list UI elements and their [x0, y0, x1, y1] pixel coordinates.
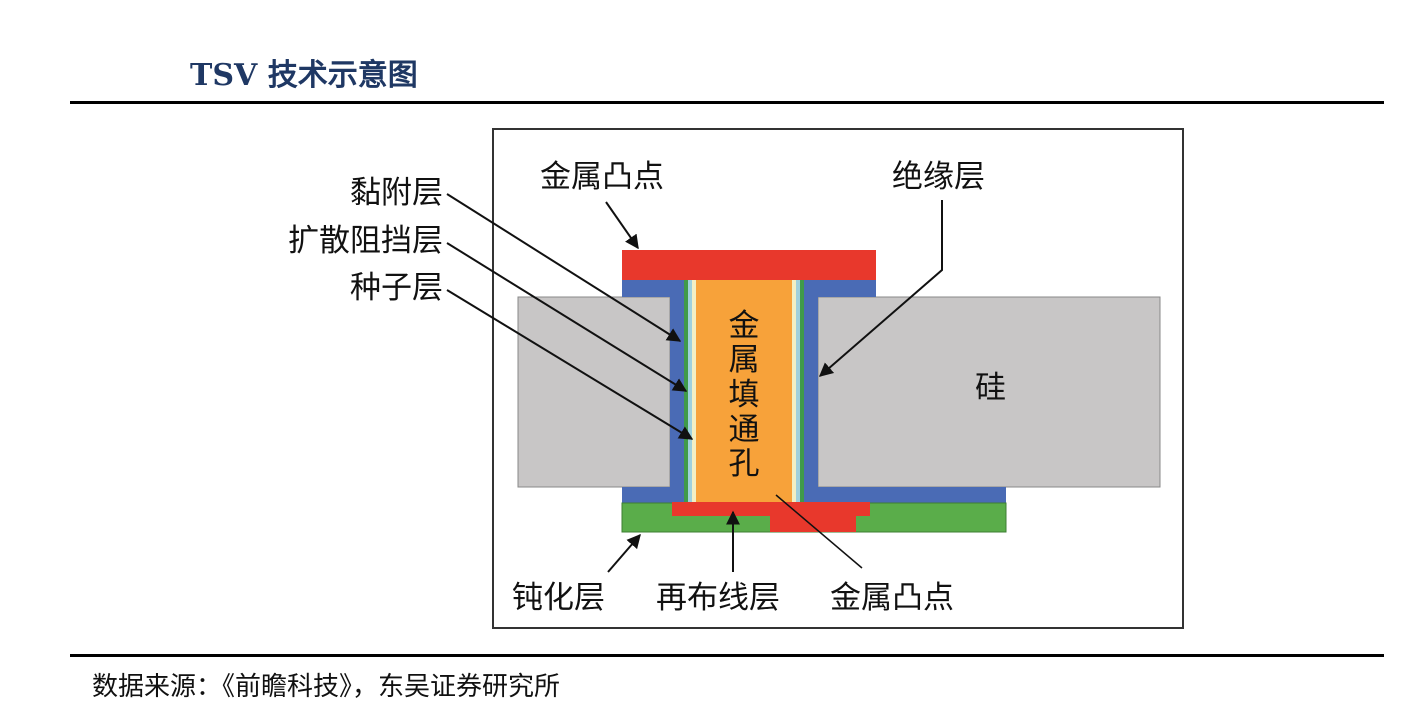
barrier-layer-right: [796, 280, 800, 502]
arrow-passivation: [607, 533, 641, 573]
leader-bump-bottom: [775, 494, 863, 569]
label-fill-char-1: 金: [729, 308, 760, 344]
insulation-bottom-band: [622, 487, 1006, 503]
source-note: 数据来源：《前瞻科技》，东吴证券研究所: [92, 672, 561, 702]
adhesion-layer-right: [800, 280, 804, 502]
insulation-left-wall: [670, 280, 684, 502]
label-fill-char-4: 通: [729, 412, 760, 448]
label-bump-bottom: 金属凸点: [830, 580, 954, 616]
metal-fill-via: [696, 280, 792, 502]
arrow-diffusion-barrier: [446, 242, 688, 392]
label-seed: 种子层: [350, 270, 443, 306]
seed-layer-left: [692, 280, 696, 502]
label-passivation: 钝化层: [512, 580, 605, 616]
label-redistribution: 再布线层: [656, 580, 780, 616]
seed-layer-right: [792, 280, 796, 502]
arrow-seed: [446, 289, 694, 440]
label-insulation: 绝缘层: [892, 159, 985, 195]
insulation-right-wall: [804, 280, 818, 502]
source-divider: [70, 654, 1384, 657]
barrier-layer-left: [688, 280, 692, 502]
arrow-bump-top: [605, 201, 639, 250]
label-silicon: 硅: [975, 370, 1006, 406]
title-divider: [70, 101, 1384, 104]
label-fill-char-5: 孔: [729, 446, 760, 482]
page-title: TSV 技术示意图: [190, 58, 418, 93]
label-bump-top: 金属凸点: [540, 159, 664, 195]
arrow-insulation: [818, 200, 943, 377]
metal-bump-top: [622, 250, 876, 280]
label-adhesion: 黏附层: [350, 175, 443, 211]
metal-bump-bottom: [770, 514, 856, 532]
label-diffusion-barrier: 扩散阻挡层: [288, 223, 443, 259]
redistribution-layer: [672, 502, 870, 516]
label-fill-char-3: 填: [729, 377, 760, 413]
arrow-adhesion: [446, 193, 682, 342]
silicon-left: [517, 296, 671, 488]
label-fill-char-2: 属: [729, 342, 760, 378]
